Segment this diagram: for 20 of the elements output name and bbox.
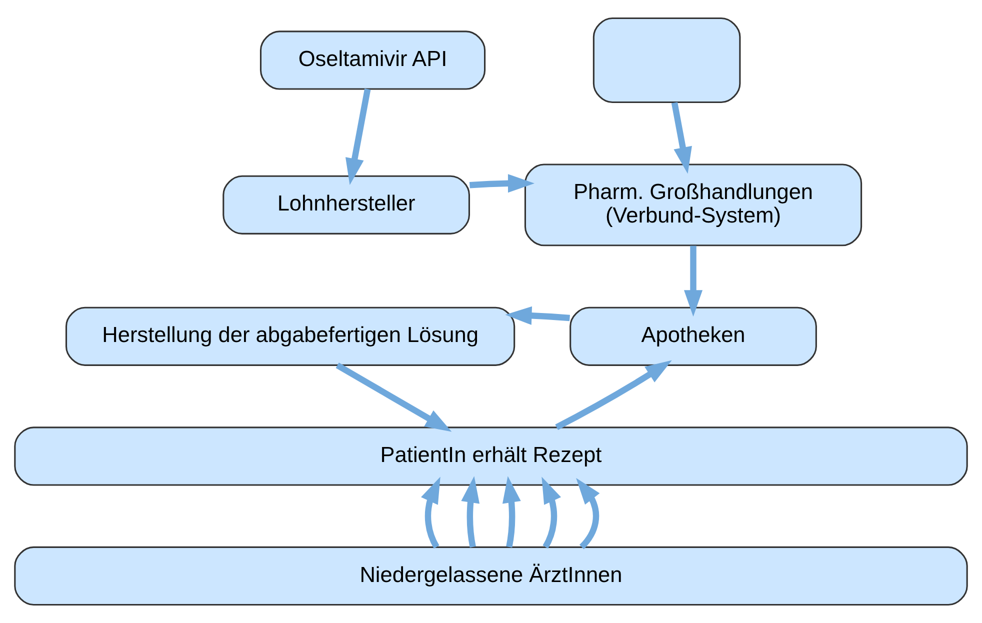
node-box: Apotheken — [570, 306, 817, 366]
arrow — [420, 476, 440, 549]
arrow — [461, 476, 480, 548]
arrow — [502, 476, 521, 548]
arrow — [542, 476, 562, 549]
node-box: Lohnhersteller — [222, 175, 470, 234]
arrow — [336, 362, 452, 432]
arrow — [469, 174, 535, 193]
node-box: Oseltamivir API — [260, 30, 486, 90]
arrow — [555, 360, 672, 430]
arrow — [684, 246, 703, 317]
node-box: Herstellung der abgabefertigen Lösung — [65, 306, 516, 366]
arrow — [576, 478, 600, 550]
node-box: Niedergelassene ÄrztInnen — [14, 546, 968, 606]
node-box: Pharm. Großhandlungen (Verbund-System) — [524, 164, 862, 246]
arrow — [345, 88, 371, 185]
arrow — [505, 306, 570, 325]
node-box: PatientIn erhält Rezept — [14, 426, 968, 486]
arrow — [671, 102, 692, 174]
node-box — [592, 17, 741, 104]
